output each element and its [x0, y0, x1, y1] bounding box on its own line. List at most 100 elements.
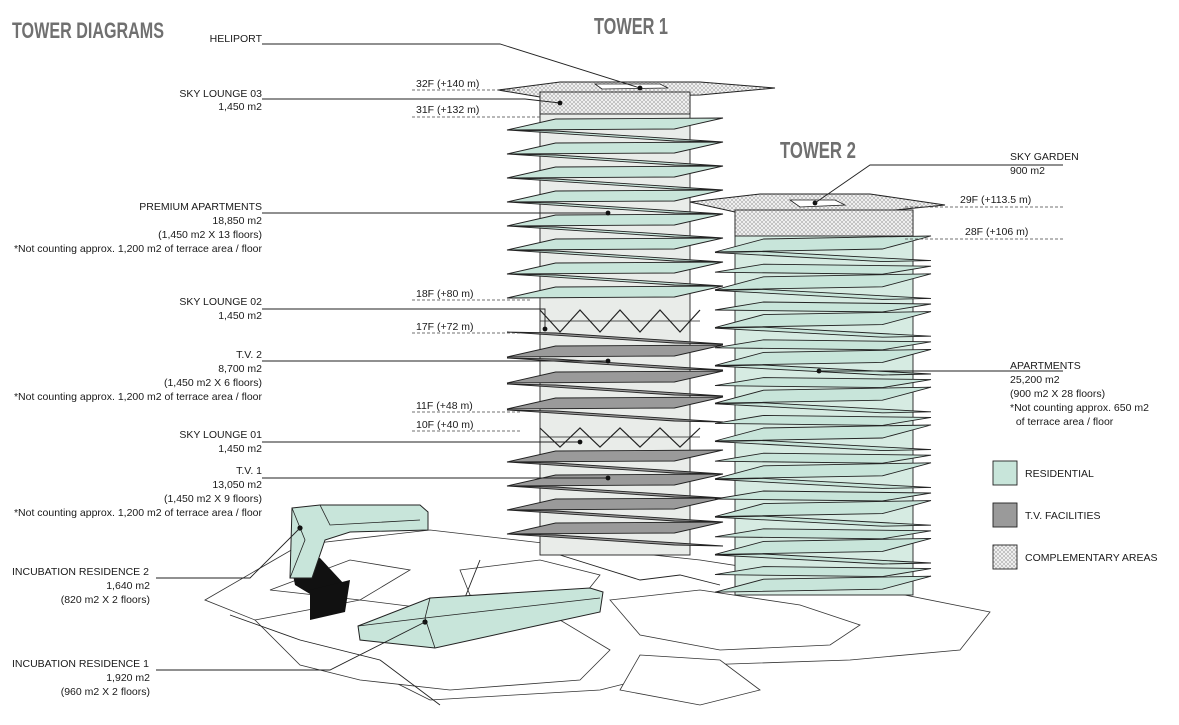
legend-label-tv-facilities: T.V. FACILITIES: [1025, 510, 1100, 522]
tower-1-floor-slab: [506, 370, 724, 384]
apartments-note: *Not counting approx. 650 m2: [1010, 402, 1149, 414]
legend-swatch-residential: [992, 460, 1018, 486]
tower-2-roof: [689, 193, 946, 237]
tower-1-floor-slab: [506, 237, 724, 251]
tower-2-floor-slab: [714, 537, 932, 555]
tower-2-floor-slab: [714, 301, 932, 313]
sky-garden-area: 900 m2: [1010, 165, 1045, 177]
tower-2-floor-slab: [714, 348, 932, 366]
level-10f: 10F (+40 m): [416, 419, 473, 431]
premium-apartments-note: *Not counting approx. 1,200 m2 of terrac…: [14, 243, 263, 255]
incubation-1-label: INCUBATION RESIDENCE 1: [12, 658, 149, 670]
tower-2-floor-slab: [714, 251, 932, 263]
level-lines: [412, 89, 1063, 432]
tower-1-roof: [497, 81, 776, 115]
leader-dots: [542, 85, 822, 481]
tower-2-floor-slab: [714, 235, 932, 253]
tower-2-floor-slab: [714, 326, 932, 338]
legend: RESIDENTIAL T.V. FACILITIES COMPLEMENTAR…: [992, 460, 1157, 570]
tower-1-floor-slab: [506, 165, 724, 179]
tower-2-floor-slab: [714, 500, 932, 518]
sky-lounge-02-area: 1,450 m2: [218, 310, 262, 322]
premium-apartments-floors: (1,450 m2 X 13 floors): [158, 229, 262, 241]
tower-2-floor-slab: [714, 414, 932, 426]
level-32f: 32F (+140 m): [416, 78, 479, 90]
tower-1-floor-slab: [506, 449, 724, 463]
tower-2-floor-slab: [714, 477, 932, 489]
tower-2-floor-slab: [714, 386, 932, 404]
incubation-2-area: 1,640 m2: [106, 580, 150, 592]
heliport-label: HELIPORT: [210, 33, 263, 45]
tower-1-floor-slab: [506, 117, 724, 131]
legend-label-residential: RESIDENTIAL: [1025, 468, 1094, 480]
incubation-2-label: INCUBATION RESIDENCE 2: [12, 566, 149, 578]
tv2-floors: (1,450 m2 X 6 floors): [164, 377, 262, 389]
level-29f: 29F (+113.5 m): [960, 194, 1031, 206]
tv1-area: 13,050 m2: [212, 479, 262, 491]
tower-2-floor-slab: [714, 263, 932, 275]
tower-2-title: TOWER 2: [780, 137, 856, 163]
tower-2-floor-slab: [714, 364, 932, 376]
premium-apartments-label: PREMIUM APARTMENTS: [139, 201, 262, 213]
leader-lines-left: [156, 43, 641, 671]
tower-1-floor-slab: [506, 497, 724, 511]
tv2-area: 8,700 m2: [218, 363, 262, 375]
tower-1-floor-slab: [506, 141, 724, 155]
tower-2-floor-slab: [714, 440, 932, 452]
tower-floors: [506, 117, 932, 593]
tower-2-floor-slab: [714, 402, 932, 414]
tower-2-floor-slab: [714, 490, 932, 502]
tower-1-floor-slab: [506, 261, 724, 275]
incubation-residence-2: [289, 504, 429, 620]
right-labels: SKY GARDEN 900 m2 APARTMENTS 25,200 m2 (…: [1010, 151, 1149, 428]
leader-lines-right: [814, 164, 1063, 372]
tower-2-floor-slab: [714, 311, 932, 329]
legend-swatch-complementary: [992, 544, 1018, 570]
level-17f: 17F (+72 m): [416, 321, 473, 333]
tower-2-floor-slab: [714, 553, 932, 565]
tower-2-floor-slab: [714, 288, 932, 300]
tower-2-floor-slab: [714, 424, 932, 442]
tower-1-floor-slab: [506, 383, 724, 397]
tower-1-floor-slab: [506, 213, 724, 227]
tower-1-floor-slab: [506, 396, 724, 410]
tower-2-floor-slab: [714, 528, 932, 540]
tv1-label: T.V. 1: [236, 465, 262, 477]
tower-1-floor-slab: [506, 521, 724, 535]
apartments-floors: (900 m2 X 28 floors): [1010, 388, 1105, 400]
tower-1-floor-slab: [506, 473, 724, 487]
tower-1-floor-slab: [506, 331, 724, 345]
level-31f: 31F (+132 m): [416, 104, 479, 116]
sky-garden-label: SKY GARDEN: [1010, 151, 1079, 163]
incubation-2-floors: (820 m2 X 2 floors): [61, 594, 150, 606]
left-labels: HELIPORT SKY LOUNGE 03 1,450 m2 PREMIUM …: [14, 33, 263, 519]
apartments-label: APARTMENTS: [1010, 360, 1081, 372]
tower-1-title: TOWER 1: [594, 13, 668, 39]
level-labels: 32F (+140 m) 31F (+132 m) 18F (+80 m) 17…: [416, 78, 1031, 431]
page-title: TOWER DIAGRAMS: [12, 18, 164, 43]
sky-lounge-01-label: SKY LOUNGE 01: [179, 429, 262, 441]
tower-2-floor-slab: [714, 566, 932, 578]
tower-2-floor-slab: [714, 575, 932, 593]
tv2-note: *Not counting approx. 1,200 m2 of terrac…: [14, 391, 263, 403]
premium-apartments-area: 18,850 m2: [212, 215, 262, 227]
incubation-1-floors: (960 m2 X 2 floors): [61, 686, 150, 698]
tv1-floors: (1,450 m2 X 9 floors): [164, 493, 262, 505]
sky-lounge-01-area: 1,450 m2: [218, 443, 262, 455]
tower-1-floor-slab: [506, 533, 724, 547]
legend-swatch-tv-facilities: [992, 502, 1018, 528]
apartments-note-2: of terrace area / floor: [1010, 416, 1114, 428]
tower-2-floor-slab: [714, 339, 932, 351]
tv1-note: *Not counting approx. 1,200 m2 of terrac…: [14, 507, 263, 519]
tower-1-floor-slab: [506, 189, 724, 203]
sky-lounge-01-truss: [539, 427, 701, 448]
sky-lounge-03-area: 1,450 m2: [218, 101, 262, 113]
tv2-label: T.V. 2: [236, 349, 262, 361]
level-18f: 18F (+80 m): [416, 288, 473, 300]
incubation-1-area: 1,920 m2: [106, 672, 150, 684]
incubation-labels: INCUBATION RESIDENCE 2 1,640 m2 (820 m2 …: [12, 566, 150, 698]
level-11f: 11F (+48 m): [416, 400, 473, 412]
tower-1-floor-slab: [506, 344, 724, 358]
tower-2-floor-slab: [714, 377, 932, 389]
